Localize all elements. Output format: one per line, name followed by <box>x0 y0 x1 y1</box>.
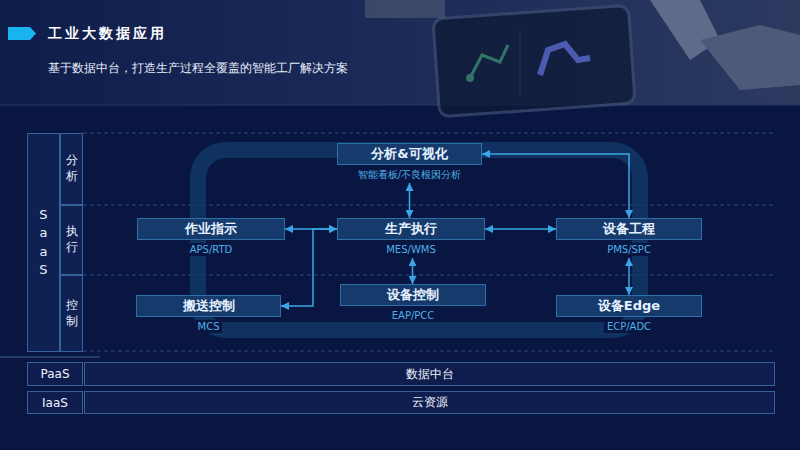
system-code: MCS <box>195 320 223 333</box>
subtitle: 基于数据中台，打造生产过程全覆盖的智能工厂解决方案 <box>48 60 348 77</box>
layer-name: 分析 <box>66 153 78 184</box>
process-frame: 分析&可视化 <box>337 143 482 165</box>
process-box: 作业指示 APS/RTD <box>137 218 285 256</box>
platform-name: 云资源 <box>412 394 448 411</box>
layer-name: 执行 <box>66 224 78 255</box>
process-frame: 搬送控制 <box>136 295 281 317</box>
process-name: 设备控制 <box>387 286 439 304</box>
layer-name: SaaS <box>37 206 50 279</box>
platform-name: IaaS <box>42 396 68 410</box>
platform-bar: 云资源 <box>84 391 775 414</box>
layer-band: 执行 <box>60 205 83 275</box>
process-frame: 设备控制 <box>340 284 486 306</box>
process-box: 设备控制 EAP/PCC <box>340 284 486 322</box>
flow-arrow <box>485 228 556 230</box>
system-code: EAP/PCC <box>389 309 438 322</box>
process-box: 设备EdgeECP/ADC <box>556 295 702 333</box>
process-frame: 设备Edge <box>556 295 702 317</box>
process-name: 生产执行 <box>385 220 437 238</box>
flow-arrow <box>628 258 630 295</box>
platform-name: 数据中台 <box>406 366 454 383</box>
process-box: 设备工程 PMS/SPC <box>556 218 702 256</box>
process-name: 分析&可视化 <box>371 145 447 163</box>
process-frame: 作业指示 <box>137 218 285 240</box>
layer-band: 分析 <box>60 133 83 205</box>
process-frame: 生产执行 <box>337 218 485 240</box>
platform-name: PaaS <box>40 367 69 381</box>
system-code: ECP/ADC <box>604 320 654 333</box>
process-frame: 设备工程 <box>556 218 702 240</box>
platform-bar: IaaS <box>27 391 83 414</box>
page-title: 工业大数据应用 <box>48 25 167 43</box>
process-box: 生产执行 MES/WMS <box>337 218 485 256</box>
platform-bar: 数据中台 <box>84 362 775 386</box>
process-name: 作业指示 <box>185 220 237 238</box>
process-name: 设备工程 <box>603 220 655 238</box>
flow-arrow <box>281 229 337 306</box>
process-box: 搬送控制 MCS <box>136 295 281 333</box>
layer-name: 控制 <box>66 298 78 329</box>
flow-arrow <box>482 154 629 218</box>
layer-band: 控制 <box>60 275 83 352</box>
system-code: APS/RTD <box>187 243 236 256</box>
flow-arrow <box>412 258 414 284</box>
process-name: 设备Edge <box>598 297 660 315</box>
flow-arrow <box>409 183 411 218</box>
process-name: 搬送控制 <box>183 297 235 315</box>
process-box: 分析&可视化智能看板/不良根因分析 <box>337 143 482 181</box>
system-code: MES/WMS <box>383 243 439 256</box>
system-code: PMS/SPC <box>604 243 654 256</box>
layer-band: SaaS <box>27 133 60 352</box>
system-code: 智能看板/不良根因分析 <box>355 168 464 181</box>
platform-bar: PaaS <box>27 362 83 386</box>
